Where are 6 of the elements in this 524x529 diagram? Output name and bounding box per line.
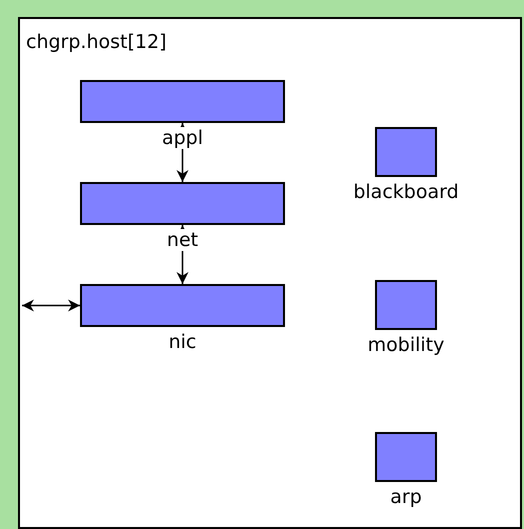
- module-label: appl: [160, 127, 204, 149]
- connection-arrow: [22, 300, 80, 312]
- module-frame: [18, 17, 522, 529]
- module-label: net: [166, 229, 200, 251]
- module-title: chgrp.host[12]: [26, 31, 166, 53]
- module-label: mobility: [366, 334, 446, 356]
